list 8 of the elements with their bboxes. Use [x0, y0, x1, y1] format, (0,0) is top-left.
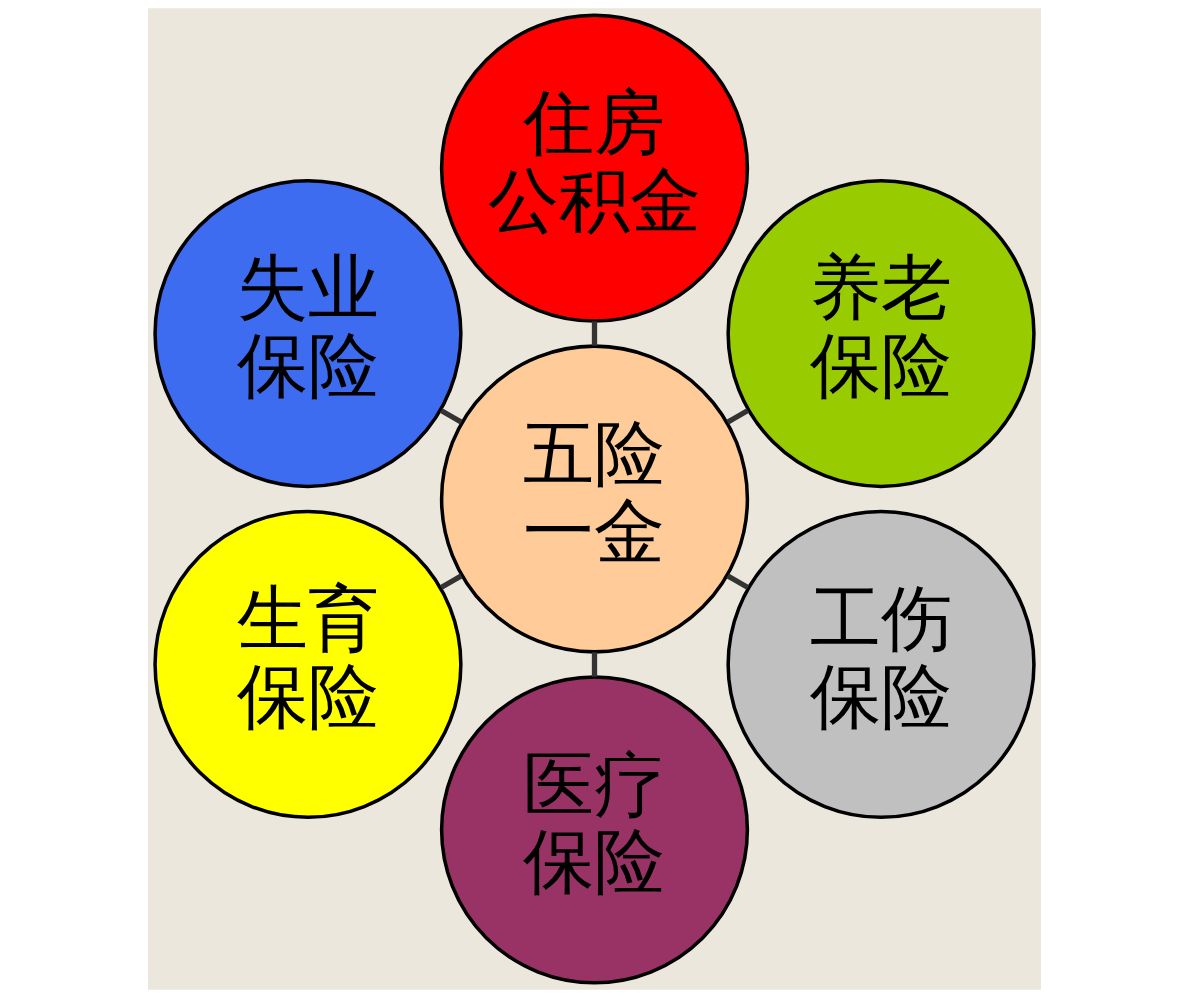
node-circle: 住房公积金 [439, 13, 749, 323]
connector [725, 573, 749, 590]
connector [725, 408, 749, 425]
connector [439, 408, 463, 425]
node-circle: 医疗保险 [439, 675, 749, 985]
connector [591, 321, 597, 346]
connector [591, 652, 597, 677]
connector [439, 573, 463, 590]
